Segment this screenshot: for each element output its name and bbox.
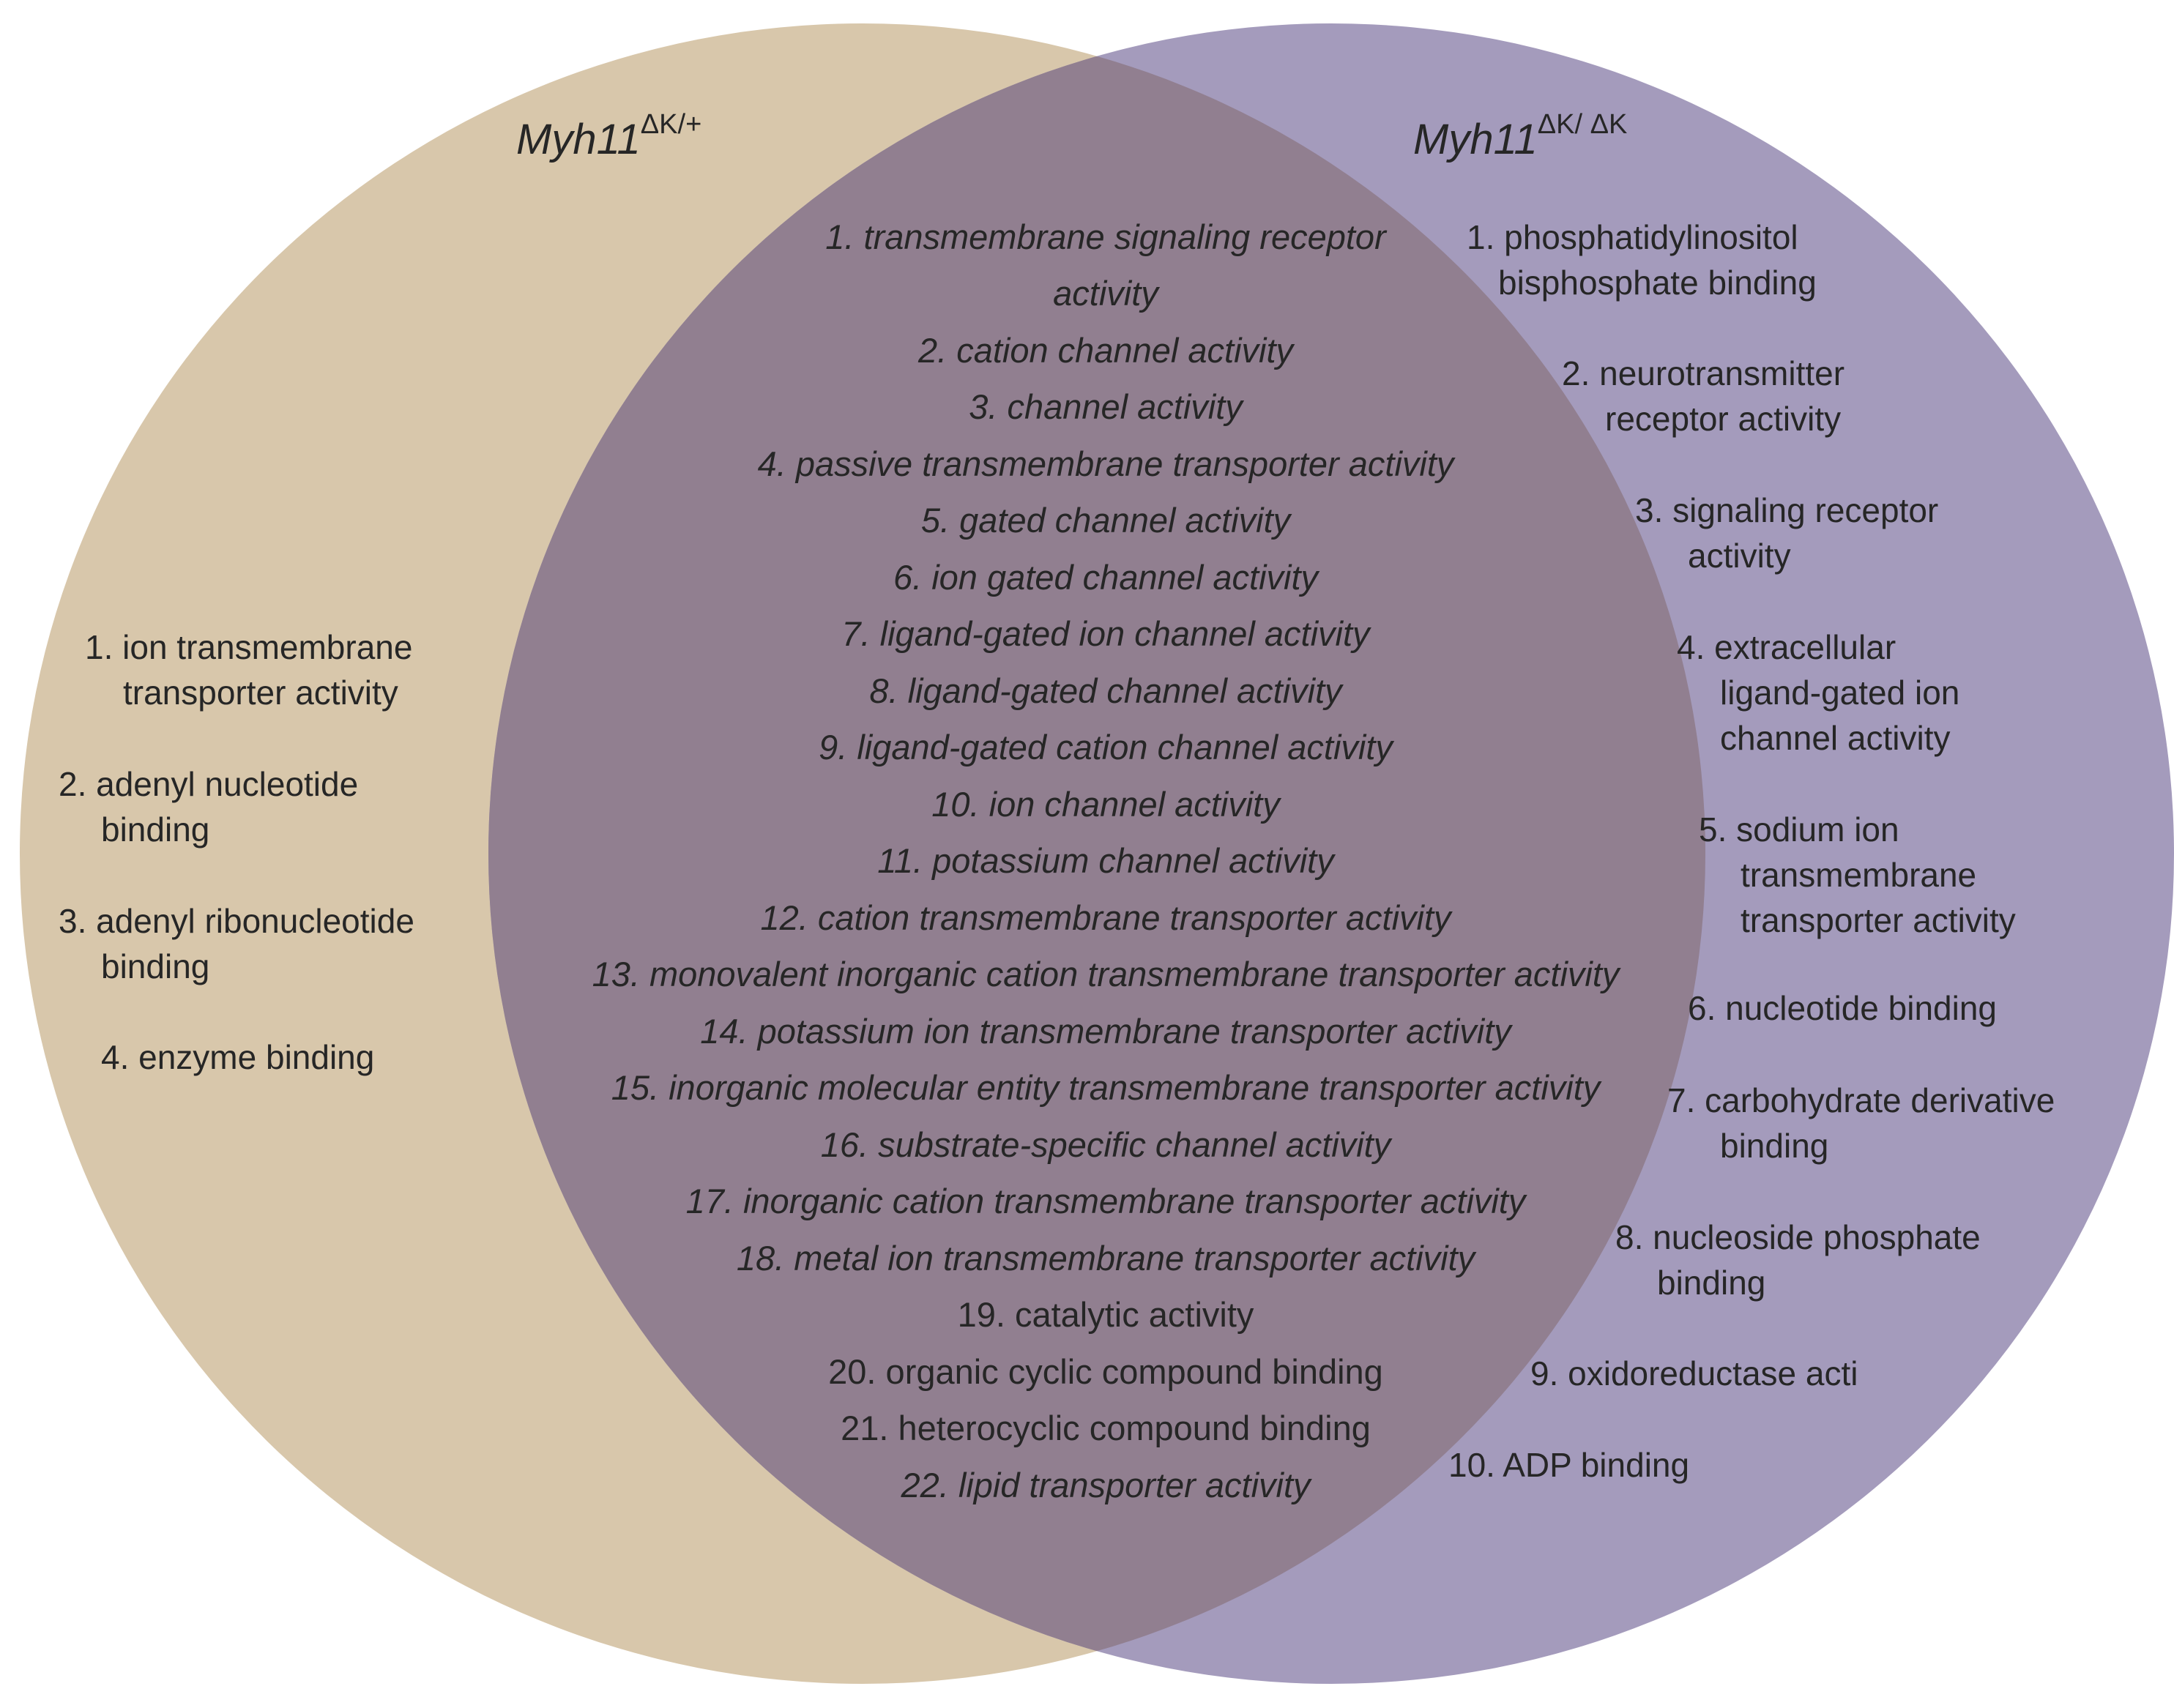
right-only-item-line: 4. extracellular <box>1677 628 1896 666</box>
right-only-item: 4. extracellular ligand-gated ion channel … <box>1677 628 1959 757</box>
shared-list: 1. transmembrane signaling receptor activ… <box>592 217 1621 1504</box>
shared-item: 16. substrate-specific channel activity <box>821 1125 1393 1164</box>
right-only-item: 2. neurotransmitter receptor activity <box>1562 354 1844 438</box>
left-only-item-line: 4. enzyme binding <box>101 1038 374 1076</box>
left-only-list: 1. ion transmembrane transporter activity… <box>59 628 414 1076</box>
shared-item: 14. potassium ion transmembrane transpor… <box>700 1012 1513 1051</box>
right-only-item-line: transmembrane <box>1741 856 1976 894</box>
shared-item-line: 5. gated channel activity <box>921 501 1292 540</box>
right-only-item-line: 3. signaling receptor <box>1635 491 1938 529</box>
right-set-title: Myh11ΔK/ ΔK <box>1413 109 1627 163</box>
shared-item: 17. inorganic cation transmembrane trans… <box>686 1182 1527 1220</box>
left-set-title-sup: ΔK/+ <box>641 109 701 140</box>
right-only-item: 1. phosphatidylinositol bisphosphate bind… <box>1467 218 1817 302</box>
shared-item-line: 22. lipid transporter activity <box>900 1466 1312 1504</box>
left-only-item: 3. adenyl ribonucleotide binding <box>59 902 414 985</box>
left-only-item-line: binding <box>101 947 209 985</box>
shared-item: 4. passive transmembrane transporter act… <box>758 444 1456 483</box>
right-only-item-line: receptor activity <box>1605 400 1841 438</box>
right-only-item-line: 8. nucleoside phosphate <box>1615 1218 1981 1256</box>
shared-item: 20. organic cyclic compound binding <box>828 1352 1383 1391</box>
left-only-item-line: 2. adenyl nucleotide <box>59 765 358 803</box>
right-only-item-line: bisphosphate binding <box>1498 264 1817 302</box>
shared-item: 6. ion gated channel activity <box>893 558 1320 597</box>
overlap-region <box>488 23 1705 1684</box>
shared-item-line: 9. ligand-gated cation channel activity <box>819 728 1394 767</box>
left-only-item-line: 3. adenyl ribonucleotide <box>59 902 414 940</box>
shared-item: 11. potassium channel activity <box>877 841 1336 880</box>
shared-item-line: 6. ion gated channel activity <box>893 558 1320 597</box>
shared-item-line: 10. ion channel activity <box>931 785 1281 824</box>
shared-item: 19. catalytic activity <box>958 1295 1254 1334</box>
shared-item-line: 17. inorganic cation transmembrane trans… <box>686 1182 1527 1220</box>
right-set-title-sup: ΔK/ ΔK <box>1538 109 1628 140</box>
shared-item-line: 19. catalytic activity <box>958 1295 1254 1334</box>
shared-item: 12. cation transmembrane transporter act… <box>760 898 1453 937</box>
right-only-item-line: 7. carbohydrate derivative <box>1667 1081 2055 1119</box>
shared-item: 22. lipid transporter activity <box>900 1466 1312 1504</box>
shared-item: 2. cation channel activity <box>917 331 1295 370</box>
shared-item-line: 20. organic cyclic compound binding <box>828 1352 1383 1391</box>
shared-item-line: 1. transmembrane signaling receptor <box>825 217 1388 256</box>
right-only-list: 1. phosphatidylinositol bisphosphate bind… <box>1448 218 2055 1484</box>
shared-item: 8. ligand-gated channel activity <box>869 671 1344 710</box>
right-only-item: 5. sodium ion transmembrane transporter ac… <box>1699 810 2016 939</box>
right-only-item-line: 5. sodium ion <box>1699 810 1899 849</box>
left-only-item-line: transporter activity <box>123 674 398 712</box>
shared-item: 10. ion channel activity <box>931 785 1281 824</box>
shared-item-line: 14. potassium ion transmembrane transpor… <box>700 1012 1513 1051</box>
left-set-title-main: Myh11 <box>516 116 641 163</box>
shared-item: 5. gated channel activity <box>921 501 1292 540</box>
right-only-item: 6. nucleotide binding <box>1688 989 1997 1027</box>
right-only-item-line: 6. nucleotide binding <box>1688 989 1997 1027</box>
shared-item-line: activity <box>1053 274 1160 313</box>
right-only-item-line: 1. phosphatidylinositol <box>1467 218 1798 256</box>
right-only-item: 9. oxidoreductase acti <box>1530 1354 1858 1392</box>
shared-item: 18. metal ion transmembrane transporter … <box>737 1239 1477 1278</box>
shared-item: 13. monovalent inorganic cation transmem… <box>592 955 1621 993</box>
shared-item-line: 11. potassium channel activity <box>877 841 1336 880</box>
right-only-item-line: ligand-gated ion <box>1720 674 1959 712</box>
shared-item-line: 16. substrate-specific channel activity <box>821 1125 1393 1164</box>
right-only-item-line: activity <box>1688 537 1791 575</box>
right-only-item: 3. signaling receptor activity <box>1635 491 1938 575</box>
shared-item-line: 3. channel activity <box>969 387 1244 426</box>
right-only-item-line: binding <box>1720 1127 1828 1165</box>
left-only-item: 1. ion transmembrane transporter activity <box>85 628 412 712</box>
right-only-item: 7. carbohydrate derivative binding <box>1667 1081 2055 1165</box>
shared-item: 3. channel activity <box>969 387 1244 426</box>
right-only-item-line: binding <box>1657 1264 1765 1302</box>
shared-item: 21. heterocyclic compound binding <box>841 1409 1371 1447</box>
left-set-title: Myh11ΔK/+ <box>516 109 701 163</box>
shared-item: 7. ligand-gated ion channel activity <box>841 614 1371 653</box>
right-only-item: 8. nucleoside phosphate binding <box>1615 1218 1981 1302</box>
right-only-item-line: transporter activity <box>1741 901 2016 939</box>
shared-item-line: 13. monovalent inorganic cation transmem… <box>592 955 1621 993</box>
shared-item-line: 7. ligand-gated ion channel activity <box>841 614 1371 653</box>
shared-item-line: 8. ligand-gated channel activity <box>869 671 1344 710</box>
shared-item: 9. ligand-gated cation channel activity <box>819 728 1394 767</box>
shared-item-line: 15. inorganic molecular entity transmemb… <box>611 1068 1602 1107</box>
shared-item-line: 21. heterocyclic compound binding <box>841 1409 1371 1447</box>
left-only-item: 4. enzyme binding <box>101 1038 374 1076</box>
shared-item: 1. transmembrane signaling receptor activ… <box>825 217 1388 313</box>
shared-item-line: 2. cation channel activity <box>917 331 1295 370</box>
right-only-item-line: 2. neurotransmitter <box>1562 354 1844 392</box>
right-only-item-line: channel activity <box>1720 719 1951 757</box>
right-only-item-line: 9. oxidoreductase acti <box>1530 1354 1858 1392</box>
right-only-item: 10. ADP binding <box>1448 1446 1689 1484</box>
shared-item-line: 18. metal ion transmembrane transporter … <box>737 1239 1477 1278</box>
right-only-item-line: 10. ADP binding <box>1448 1446 1689 1484</box>
shared-item-line: 4. passive transmembrane transporter act… <box>758 444 1456 483</box>
shared-item-line: 12. cation transmembrane transporter act… <box>760 898 1453 937</box>
right-set-title-main: Myh11 <box>1413 116 1538 163</box>
shared-item: 15. inorganic molecular entity transmemb… <box>611 1068 1602 1107</box>
left-only-item-line: 1. ion transmembrane <box>85 628 412 666</box>
left-only-item: 2. adenyl nucleotide binding <box>59 765 358 849</box>
left-only-item-line: binding <box>101 810 209 849</box>
